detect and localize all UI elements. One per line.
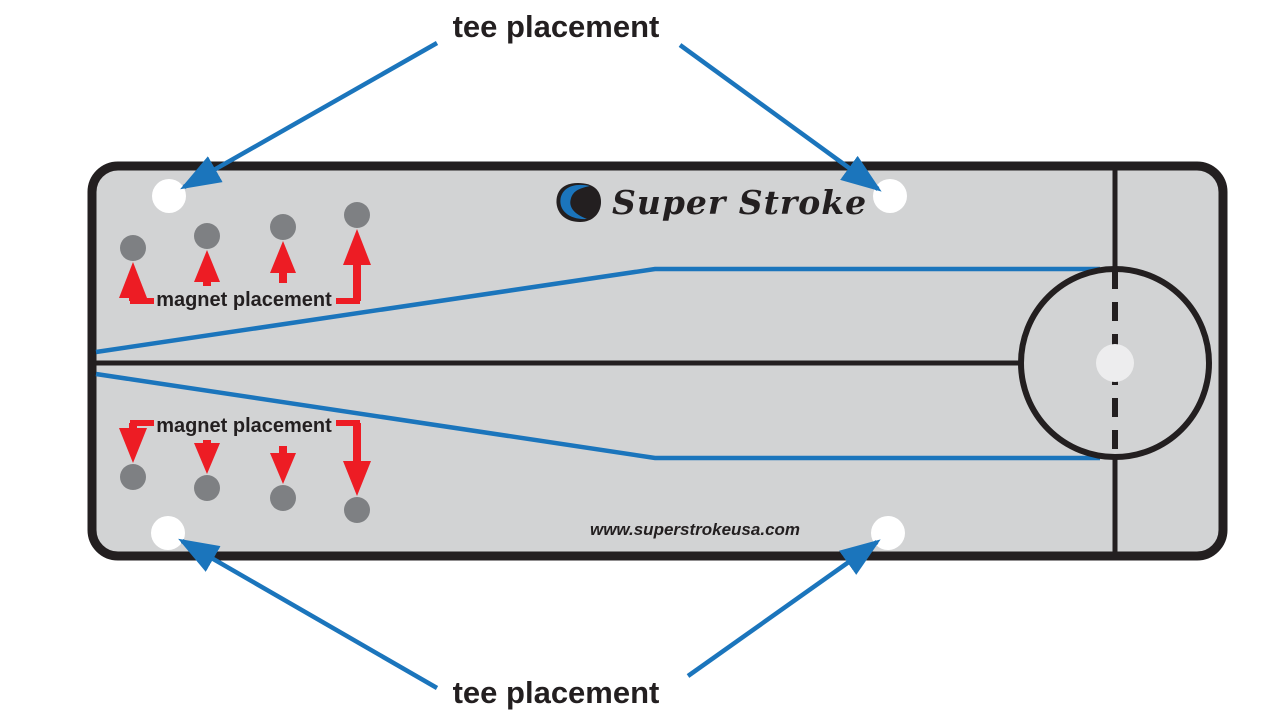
red-arrow-up <box>270 241 296 273</box>
magnet-dot <box>344 497 370 523</box>
tee-placement-label-top: tee placement <box>453 9 660 44</box>
blue-callout-line-top-left <box>180 41 439 190</box>
logo-icon-blue-swoosh <box>560 184 590 220</box>
blue-callout-line-bottom-left <box>178 538 439 690</box>
superstroke-logo: Super Stroke <box>556 183 867 222</box>
tee-hole-top-right <box>873 179 907 213</box>
magnet-callout-bottom <box>119 420 371 496</box>
red-arrow-down <box>343 461 371 496</box>
blue-guide-line-top <box>95 266 1100 355</box>
tee-callout-top <box>180 41 882 192</box>
website-text: www.superstrokeusa.com <box>590 520 800 539</box>
tee-hole-bottom-left <box>151 516 185 550</box>
red-arrow-up <box>119 262 147 298</box>
magnet-dot <box>194 475 220 501</box>
magnet-placement-label-bottom: magnet placement <box>156 415 332 437</box>
magnet-placement-label-top: magnet placement <box>156 289 332 311</box>
blue-callout-line-top-right <box>678 43 882 192</box>
cup-center <box>1096 344 1134 382</box>
magnet-dot <box>344 202 370 228</box>
magnet-callout-top <box>119 229 371 304</box>
putting-board: magnet placement magnet placement <box>87 161 1228 561</box>
tee-callout-bottom <box>178 538 881 690</box>
tee-placement-label-bottom: tee placement <box>453 675 660 710</box>
red-arrow-down <box>270 453 296 484</box>
logo-wordmark: Super Stroke <box>612 183 867 222</box>
red-arrow-up <box>194 250 220 282</box>
magnet-dot <box>194 223 220 249</box>
superstroke-logo-icon <box>556 183 601 222</box>
red-arrow-up <box>343 229 371 265</box>
magnet-dot <box>120 235 146 261</box>
magnet-dot <box>120 464 146 490</box>
red-arrow-down <box>194 443 220 474</box>
target-circle <box>1018 266 1212 460</box>
blue-guide-line-bottom <box>95 371 1100 461</box>
magnet-dot <box>270 214 296 240</box>
blue-callout-line-bottom-right <box>686 539 881 678</box>
red-arrow-down <box>119 428 147 463</box>
magnet-dot <box>270 485 296 511</box>
tee-hole-top-left <box>152 179 186 213</box>
